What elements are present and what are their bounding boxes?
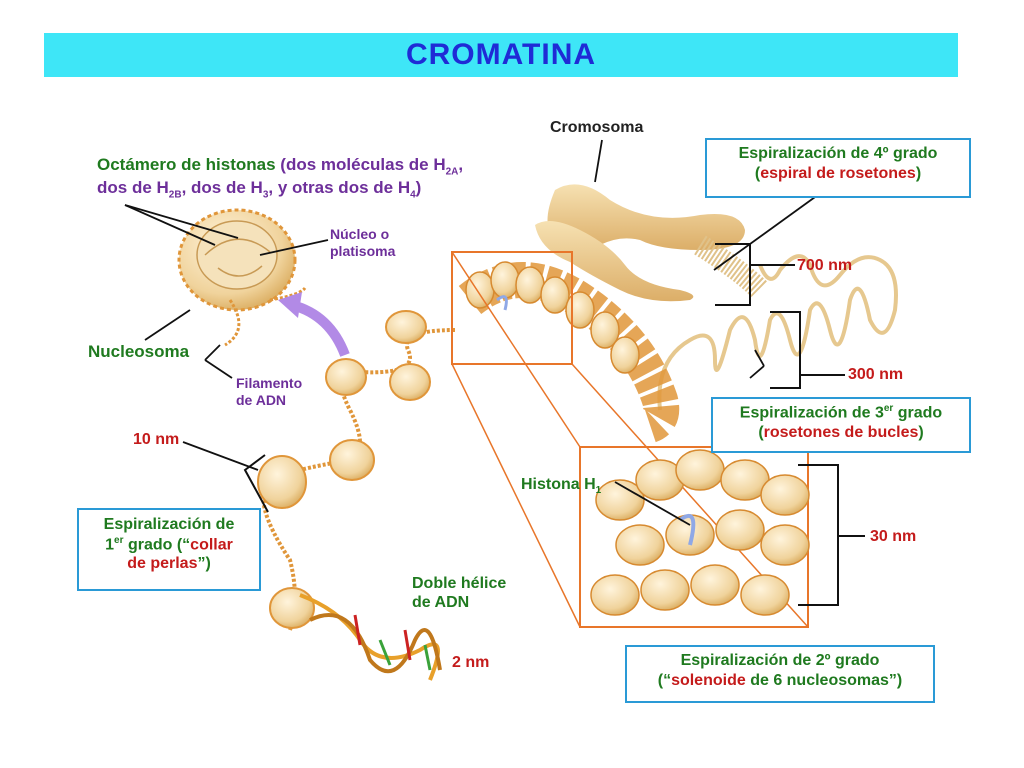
octamer-detail-2: , [458, 155, 464, 174]
octamer-detail-1: (dos moléculas de H [275, 155, 446, 174]
nucleosome-illustration [177, 208, 307, 347]
box1-l2-sup: er [114, 534, 124, 546]
filamento-line-2: de ADN [236, 391, 287, 408]
filamento-line-1: Filamento [236, 375, 303, 391]
box1-line-3: de perlas”) [79, 554, 259, 574]
box1-l2-a: 1 [105, 535, 115, 553]
doble-helice-label: Doble hélice de ADN [412, 575, 506, 613]
box1-l3-close: ”) [197, 555, 211, 573]
box3-l1-b: grado [893, 404, 943, 422]
box-2nd-degree: Espiralización de 2º grado (“solenoide d… [625, 645, 935, 703]
octamer-sub-1: 2A [445, 166, 459, 178]
box3-paren-close: ) [918, 423, 924, 441]
box-4th-degree: Espiralización de 4º grado (espiral de r… [705, 138, 971, 198]
box3-highlight: rosetones de bucles [763, 423, 919, 441]
box3-line-1: Espiralización de 3er grado [713, 403, 969, 423]
nm300-label: 300 nm [848, 366, 904, 383]
box3-l1-sup: er [883, 403, 894, 414]
octamer-line-2: dos de H2B, dos de H3, y otras dos de H4… [97, 178, 422, 200]
box2-highlight: solenoide [671, 671, 746, 689]
box1-line-1: Espiralización de [103, 516, 235, 533]
octamer-l2-sub2: 3 [262, 189, 269, 201]
box2-line-1: Espiralización de 2º grado [680, 652, 880, 669]
doble-line-2: de ADN [412, 593, 470, 611]
box4-line-2: (espiral de rosetones) [707, 164, 969, 184]
box3-paren-open: ( [758, 423, 764, 441]
cromosoma-label: Cromosoma [550, 119, 644, 136]
box2-l2-c: de 6 nucleosomas”) [745, 671, 903, 689]
box3-line-2: (rosetones de bucles) [713, 423, 969, 443]
octamer-l2-d: ) [415, 178, 422, 198]
octamer-l2-sub3: 4 [410, 189, 416, 201]
nm2-label: 2 nm [452, 654, 490, 671]
octamer-l2-sub1: 2B [168, 189, 182, 201]
title-bar: CROMATINA [44, 33, 958, 77]
box3-l1-a: Espiralización de 3 [739, 404, 884, 422]
box4-paren-close: ) [915, 164, 922, 182]
histona-h1-text: Histona H [521, 476, 596, 493]
chromosome-illustration [535, 184, 768, 302]
box1-l2-b: grado (“ [123, 535, 191, 553]
nm30-label: 30 nm [870, 528, 917, 545]
box1-l3-highlight: de perlas [127, 555, 198, 573]
doble-line-1: Doble hélice [412, 575, 507, 592]
histona-h1-label: Histona H1 [521, 476, 601, 497]
nm10-label: 10 nm [133, 431, 180, 448]
octamer-l2-b: , dos de H [181, 178, 263, 198]
nucleo-line-1: Núcleo o [330, 226, 390, 242]
nm700-label: 700 nm [797, 257, 853, 274]
nucleosoma-label: Nucleosoma [88, 342, 190, 361]
octamer-detail-text: (dos moléculas de H2A, [275, 155, 464, 178]
octamer-label: Octámero de histonas (dos moléculas de H… [97, 155, 463, 201]
box4-line-1: Espiralización de 4º grado [738, 145, 938, 162]
octamer-l2-c: , y otras dos de H [268, 178, 411, 198]
box2-line-2: (“solenoide de 6 nucleosomas”) [627, 671, 933, 691]
page-title: CROMATINA [405, 38, 597, 71]
box-1st-degree: Espiralización de 1er grado (“collar de … [77, 508, 261, 591]
octamer-title-text: Octámero de histonas [97, 155, 276, 174]
box1-line-2: 1er grado (“collar [79, 535, 259, 555]
box4-highlight: espiral de rosetones [760, 164, 916, 182]
nucleo-line-2: platisoma [330, 242, 396, 259]
box4-paren-open: ( [754, 164, 761, 182]
box-3rd-degree: Espiralización de 3er grado (rosetones d… [711, 397, 971, 453]
filamento-label: Filamento de ADN [236, 375, 302, 408]
nucleo-label: Núcleo o platisoma [330, 226, 395, 259]
box2-l2-a: (“ [657, 671, 672, 689]
box1-l2-highlight: collar [190, 535, 233, 553]
histona-h1-sub: 1 [595, 485, 602, 497]
octamer-l2-a: dos de H [97, 178, 169, 198]
